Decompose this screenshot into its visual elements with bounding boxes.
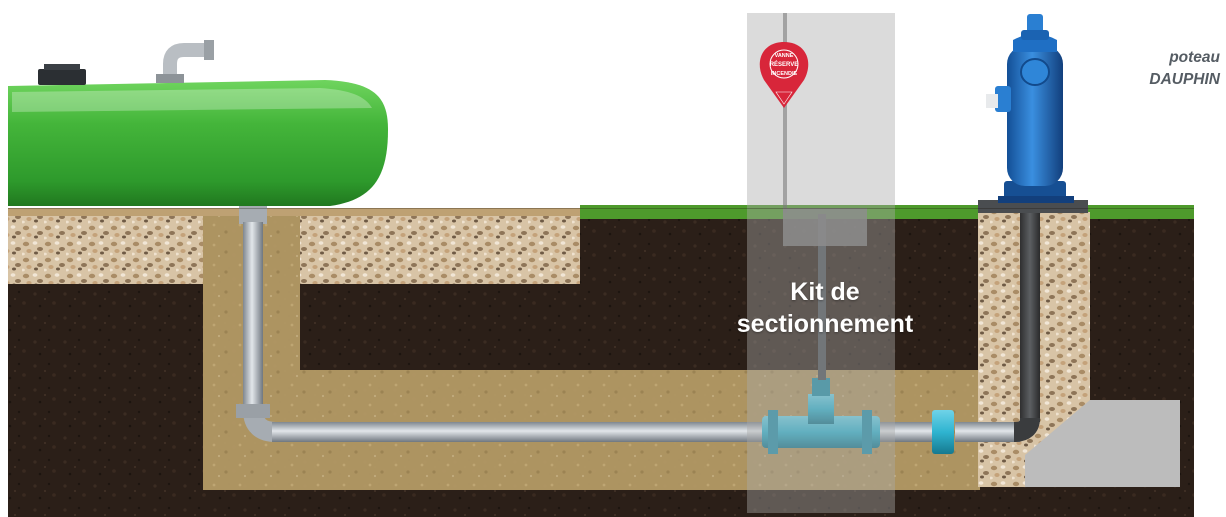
- vent-elbow: [163, 43, 206, 82]
- hydrant-label-line2: DAUPHIN: [1149, 71, 1220, 88]
- gravel-layer-middle: [300, 215, 580, 284]
- gravel-layer-left: [8, 215, 203, 284]
- hydrant-outlet: [1020, 58, 1050, 86]
- valve-sign: VANNE RÉSERVE INCENDIE: [759, 42, 809, 108]
- tank-hatch: [38, 69, 86, 85]
- gate-valve: [762, 214, 954, 454]
- valve-sign-line3: INCENDIE: [771, 71, 798, 77]
- supply-pipe: [236, 206, 1020, 442]
- sand-surface-strip: [8, 208, 580, 216]
- pipe-vertical: [243, 222, 263, 418]
- fire-hydrant: [986, 14, 1074, 203]
- tank-body: [8, 80, 388, 206]
- hydrant-riser: [978, 200, 1088, 442]
- valve-sign-line1: VANNE: [775, 53, 794, 59]
- ground: [8, 205, 1194, 517]
- hydrant-cap: [1027, 14, 1043, 34]
- concrete-block: [1025, 400, 1180, 487]
- pipe-coupling: [932, 410, 954, 454]
- valve-sign-line2: RÉSERVE: [770, 60, 799, 68]
- arrow-down-icon: [775, 91, 793, 105]
- green-tank: [8, 40, 388, 206]
- hydrant-label-line1: poteau: [1169, 49, 1220, 66]
- valve-kit-label-line1: Kit de: [790, 278, 860, 306]
- pipe-horizontal: [272, 422, 762, 442]
- valve-kit-label-line2: sectionnement: [736, 310, 914, 338]
- valve-box: [747, 13, 895, 513]
- valve-box-cap: [783, 208, 867, 246]
- hydrant-body: [1007, 46, 1063, 186]
